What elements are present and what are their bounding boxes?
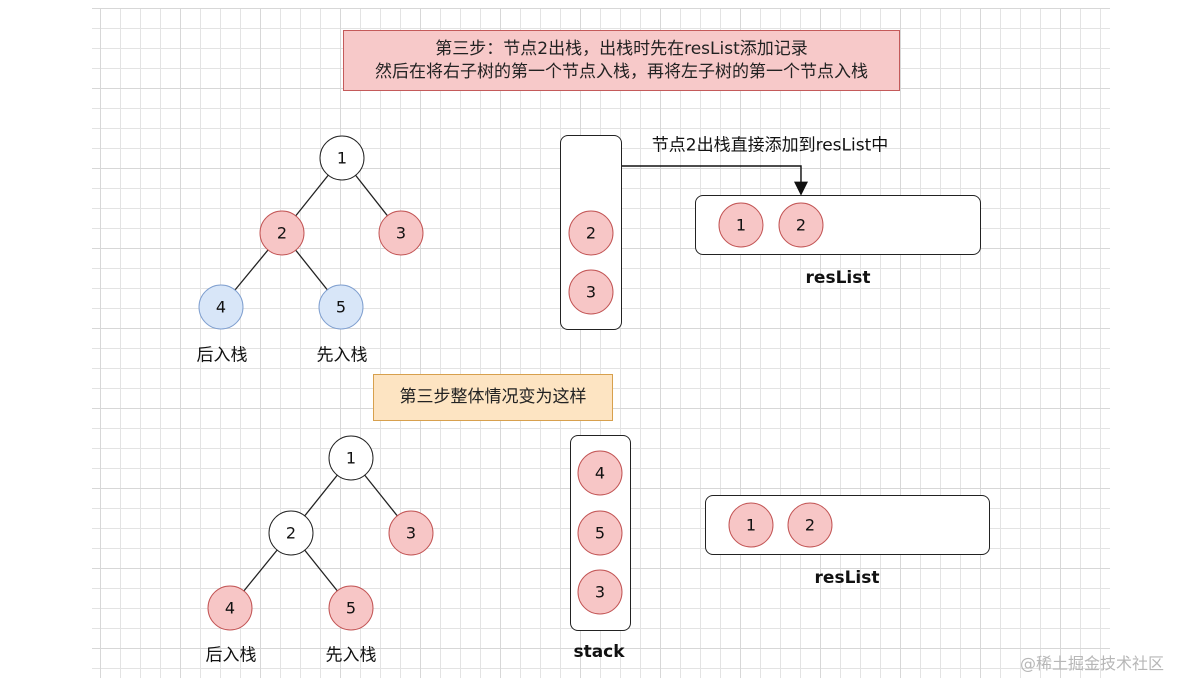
- bottom-left-leaf-label: 后入栈: [205, 645, 257, 666]
- bottom-stack-item-4: 4: [577, 450, 623, 496]
- bottom-reslist-item-2: 2: [787, 502, 833, 548]
- bottom-stack-label: stack: [573, 642, 625, 662]
- top-instruction-note: 第三步：节点2出栈，出栈时先在resList添加记录 然后在将右子树的第一个节点…: [343, 30, 900, 91]
- bottom-tree-node-1: 1: [328, 435, 374, 481]
- bottom-stack-item-5: 5: [577, 510, 623, 556]
- bottom-stack-item-3: 3: [577, 569, 623, 615]
- top-stack-item-3: 3: [568, 269, 614, 315]
- top-tree-node-5: 5: [318, 284, 364, 330]
- watermark: @稀土掘金技术社区: [1020, 654, 1165, 673]
- bottom-tree-node-4: 4: [207, 585, 253, 631]
- bottom-reslist-item-1: 1: [728, 502, 774, 548]
- bottom-right-leaf-label: 先入栈: [325, 645, 377, 666]
- top-tree-node-1: 1: [319, 135, 365, 181]
- top-tree-node-4: 4: [198, 284, 244, 330]
- top-reslist-item-1: 1: [718, 202, 764, 248]
- mid-note-text: 第三步整体情况变为这样: [399, 387, 587, 408]
- top-note-line-1: 第三步：节点2出栈，出栈时先在resList添加记录: [435, 39, 808, 60]
- top-tree-node-3: 3: [378, 210, 424, 256]
- top-right-leaf-label: 先入栈: [316, 345, 368, 366]
- top-reslist-item-2: 2: [778, 202, 824, 248]
- top-note-line-2: 然后在将右子树的第一个节点入栈，再将左子树的第一个节点入栈: [375, 61, 868, 82]
- top-left-leaf-label: 后入栈: [196, 345, 248, 366]
- top-reslist-label: resList: [805, 268, 871, 288]
- top-stack-item-2: 2: [568, 210, 614, 256]
- bottom-tree-node-2: 2: [268, 510, 314, 556]
- top-tree-node-2: 2: [259, 210, 305, 256]
- bottom-tree-node-3: 3: [388, 510, 434, 556]
- bottom-reslist-label: resList: [814, 568, 880, 588]
- arrow-label: 节点2出栈直接添加到resList中: [651, 135, 889, 156]
- bottom-tree-node-5: 5: [328, 585, 374, 631]
- mid-summary-note: 第三步整体情况变为这样: [373, 374, 613, 421]
